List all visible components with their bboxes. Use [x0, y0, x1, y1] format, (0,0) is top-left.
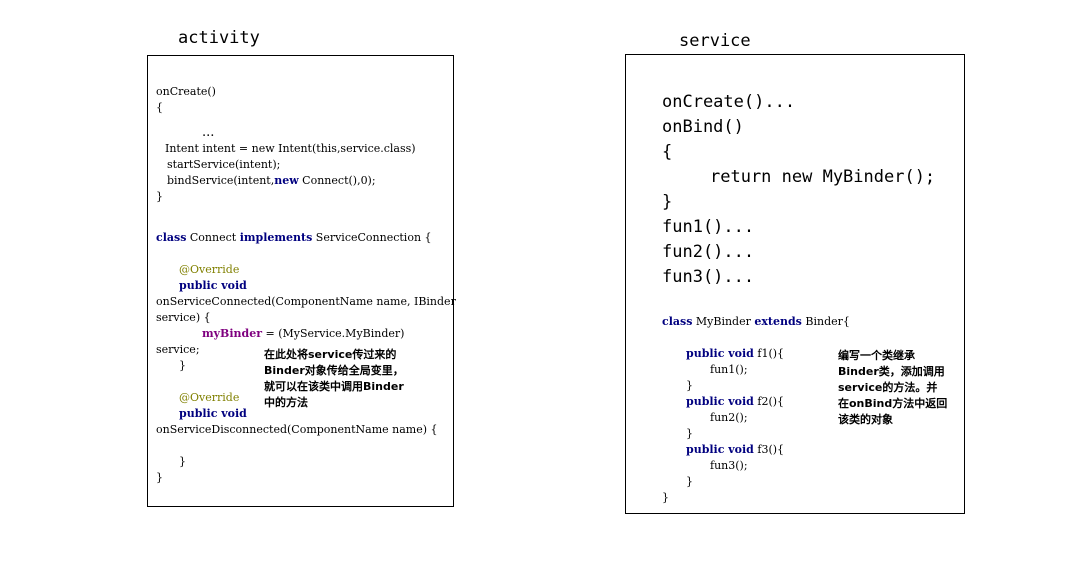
- note-line: 在此处将service传过来的: [264, 348, 397, 361]
- keyword: public void: [686, 443, 754, 456]
- code-line: class Connect implements ServiceConnecti…: [156, 232, 432, 243]
- code-line: bindService(intent,new Connect(),0);: [167, 175, 376, 186]
- keyword: implements: [239, 231, 313, 244]
- code-line: }: [662, 192, 673, 212]
- code-line: onCreate(): [156, 85, 216, 98]
- code-line: class MyBinder extends Binder{: [662, 316, 850, 327]
- note-line: Binder类，添加调用: [838, 365, 945, 378]
- code-text: MyBinder: [692, 315, 755, 328]
- code-line: onServiceDisconnected(ComponentName name…: [156, 423, 438, 436]
- code-line: fun1();: [710, 363, 748, 376]
- note-line: 在onBind方法中返回: [838, 397, 948, 410]
- code-text: f3(){: [753, 443, 785, 456]
- code-text: f2(){: [753, 395, 785, 408]
- code-text: f1(){: [753, 347, 785, 360]
- keyword: class: [662, 315, 693, 328]
- code-line: }: [686, 475, 693, 488]
- code-line: {: [156, 101, 163, 114]
- keyword: new: [274, 174, 299, 187]
- code-line: }: [662, 491, 669, 504]
- activity-title: activity: [178, 28, 260, 48]
- code-line: public void f3(){: [686, 444, 784, 455]
- code-line: myBinder = (MyService.MyBinder): [202, 328, 404, 339]
- service-note: 编写一个类继承 Binder类，添加调用 service的方法。并 在onBin…: [838, 348, 947, 428]
- code-line: {: [662, 142, 673, 162]
- code-line: public void f2(){: [686, 396, 784, 407]
- code-line: fun1()...: [662, 217, 755, 237]
- code-text: Binder{: [801, 315, 850, 328]
- service-title: service: [679, 31, 751, 51]
- note-line: 中的方法: [264, 396, 308, 409]
- note-line: Binder对象传给全局变里，: [264, 364, 404, 377]
- note-line: 编写一个类继承: [838, 349, 915, 362]
- activity-note: 在此处将service传过来的 Binder对象传给全局变里， 就可以在该类中调…: [264, 347, 404, 411]
- code-line: }: [179, 359, 186, 372]
- note-line: service的方法。并: [838, 381, 938, 394]
- code-line: fun3()...: [662, 267, 755, 287]
- code-line: }: [156, 471, 163, 484]
- code-line: }: [156, 190, 163, 203]
- code-line: onCreate()...: [662, 92, 796, 112]
- field-name: myBinder: [202, 327, 262, 340]
- code-line: Intent intent = new Intent(this,service.…: [165, 142, 416, 155]
- note-line: 该类的对象: [838, 413, 893, 426]
- code-line: service) {: [156, 311, 211, 324]
- keyword: public void: [179, 407, 247, 420]
- code-line: fun2()...: [662, 242, 755, 262]
- keyword: public void: [686, 347, 754, 360]
- keyword: extends: [754, 315, 802, 328]
- service-code-box: onCreate()... onBind() { return new MyBi…: [625, 54, 965, 514]
- code-line: startService(intent);: [167, 158, 281, 171]
- code-line: onServiceConnected(ComponentName name, I…: [156, 295, 456, 308]
- code-line: service;: [156, 343, 200, 356]
- keyword: public void: [686, 395, 754, 408]
- code-line: }: [179, 455, 186, 468]
- code-line: }: [686, 379, 693, 392]
- annotation: @Override: [179, 263, 240, 276]
- code-text: ServiceConnection {: [312, 231, 432, 244]
- code-line: return new MyBinder();: [710, 167, 936, 187]
- code-text: Connect: [186, 231, 240, 244]
- code-line: }: [686, 427, 693, 440]
- keyword: public void: [179, 279, 247, 292]
- code-text: = (MyService.MyBinder): [262, 327, 405, 340]
- code-line: fun2();: [710, 411, 748, 424]
- annotation: @Override: [179, 391, 240, 404]
- note-line: 就可以在该类中调用Binder: [264, 380, 404, 393]
- code-line: ...: [202, 125, 215, 140]
- code-text: Connect(),0);: [298, 174, 376, 187]
- activity-code-box: onCreate() { ... Intent intent = new Int…: [147, 55, 456, 507]
- keyword: class: [156, 231, 187, 244]
- code-line: fun3();: [710, 459, 748, 472]
- code-line: onBind(): [662, 117, 744, 137]
- code-line: public void f1(){: [686, 348, 784, 359]
- code-text: bindService(intent,: [167, 174, 275, 187]
